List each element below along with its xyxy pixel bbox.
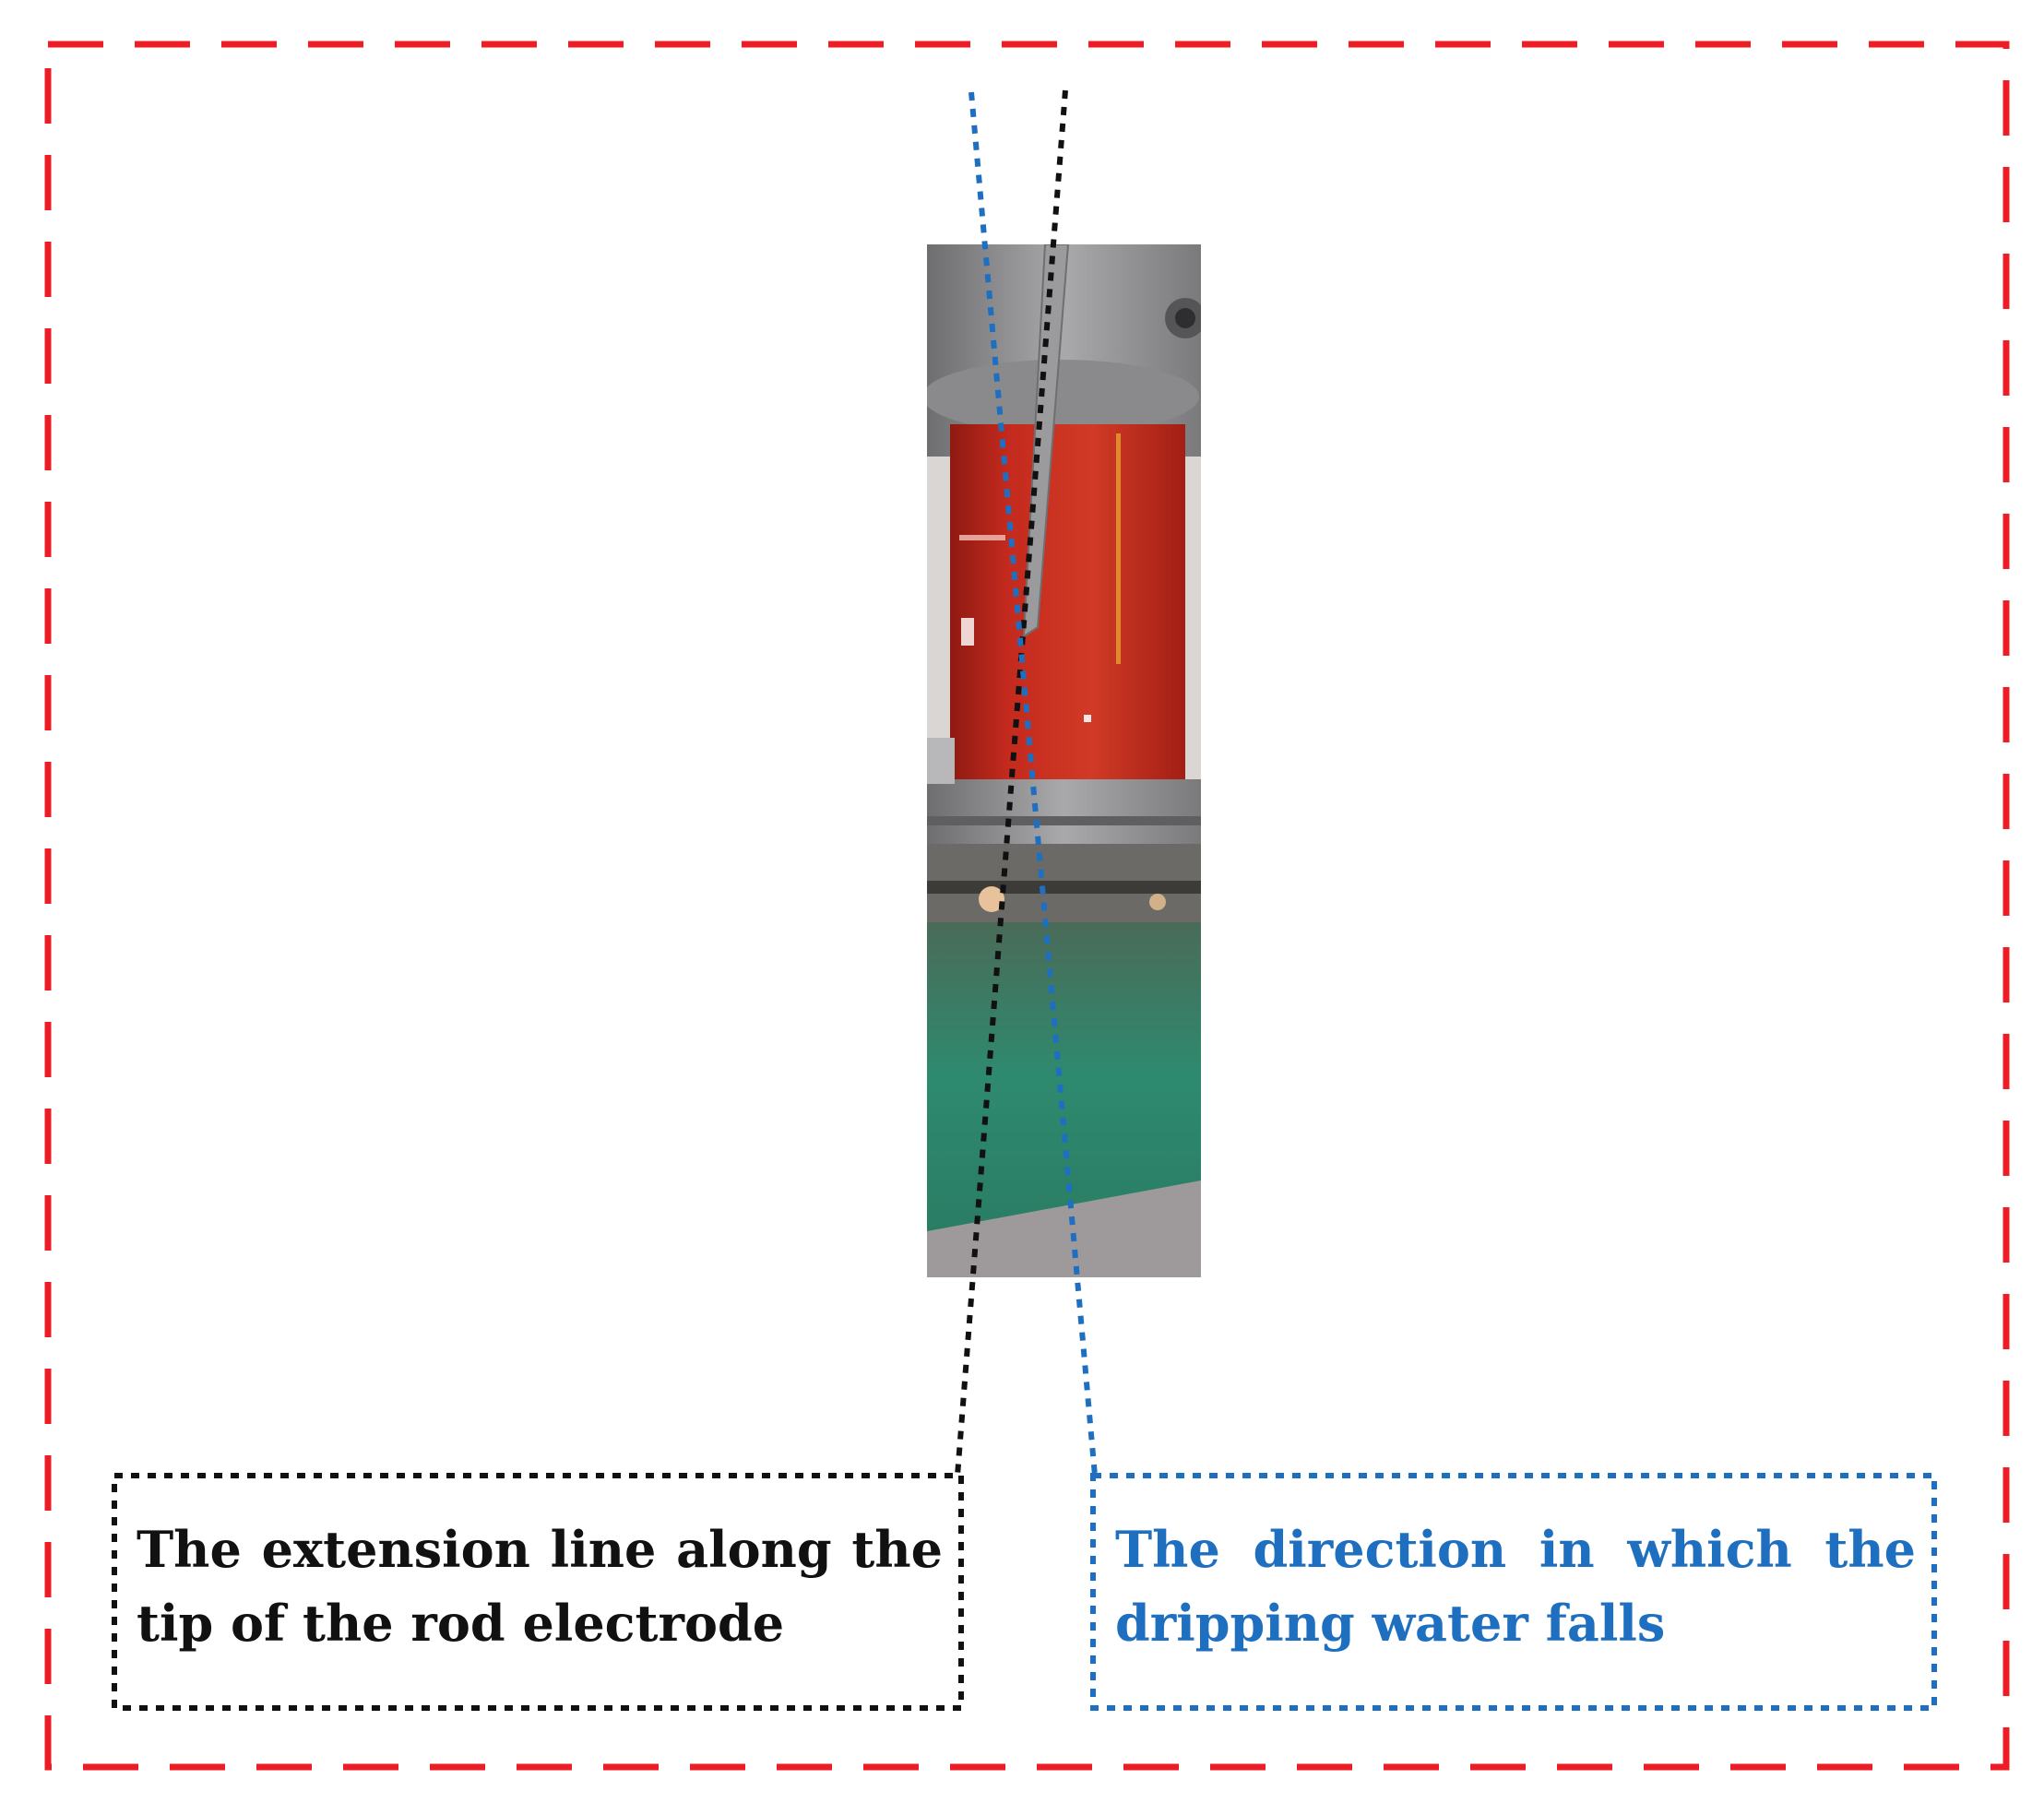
water-label-box-border bbox=[1090, 1473, 1937, 1711]
outer-dashed-frame bbox=[44, 41, 2010, 1771]
metal-flange bbox=[927, 779, 1201, 844]
water-direction-label: The direction in which the dripping wate… bbox=[1115, 1520, 1916, 1653]
test-apparatus-photo bbox=[927, 244, 1201, 1277]
green-floor bbox=[927, 922, 1201, 1231]
red-cylinder bbox=[950, 424, 1185, 789]
rod-label-box-border bbox=[112, 1473, 964, 1711]
rod-extension-label: The extension line along the tip of the … bbox=[137, 1520, 943, 1653]
